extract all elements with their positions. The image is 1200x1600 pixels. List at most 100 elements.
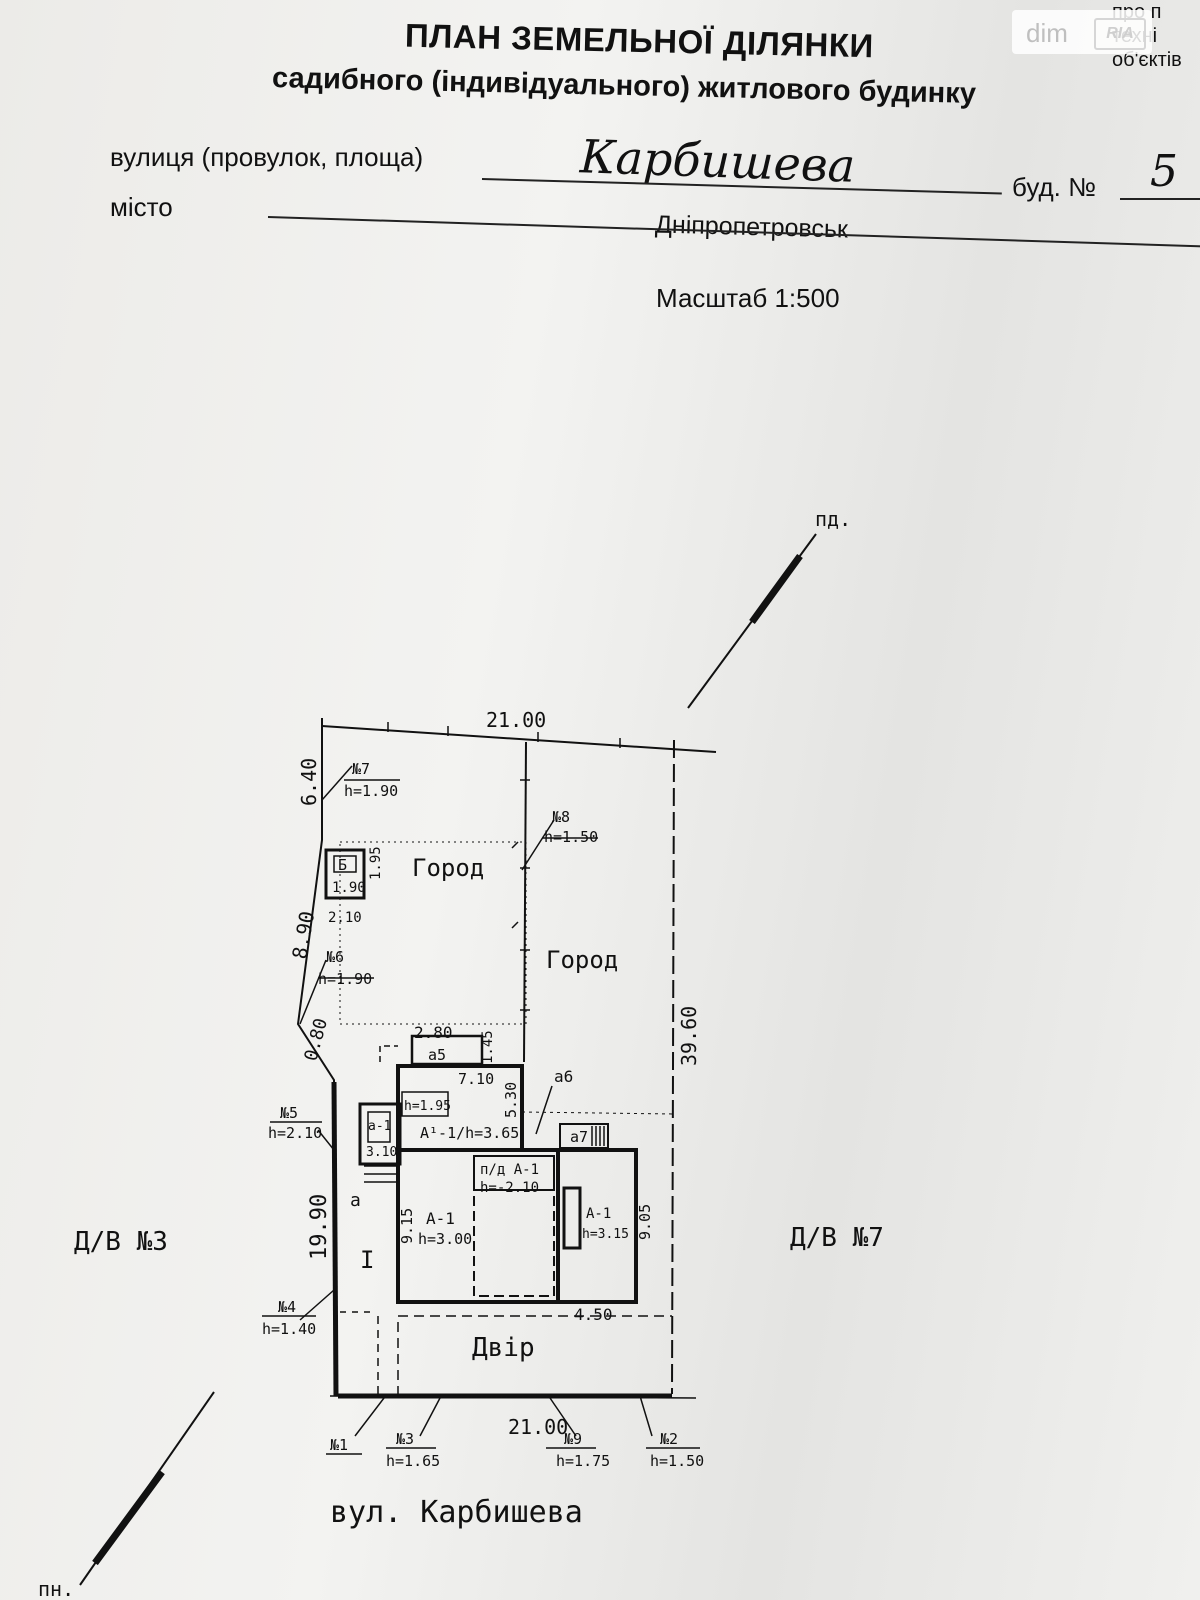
leader-fence-6 — [299, 959, 327, 1025]
annex-a5-label: а5 — [428, 1046, 446, 1064]
small-annex-dim: 3.10 — [366, 1145, 397, 1160]
left-dimension-mid: 8.90 — [287, 909, 319, 961]
annex-a1-inner — [401, 1091, 449, 1117]
a-label: а — [350, 1190, 361, 1211]
fence-3-height: h=1.65 — [386, 1452, 440, 1470]
street-name-label: вул. Карбишева — [330, 1495, 583, 1530]
shed-b — [324, 848, 366, 900]
corner-line: об'єктів — [1112, 49, 1182, 71]
leader-a6 — [535, 1085, 553, 1135]
cellar-label: п/д А-1 — [480, 1162, 539, 1178]
north-label: пд. — [815, 507, 851, 531]
right-house-niche — [562, 1186, 582, 1250]
fence-4-height: h=1.40 — [262, 1320, 316, 1338]
leader-fence-2 — [639, 1395, 653, 1437]
annex-a5-width: 2.80 — [414, 1023, 453, 1042]
a1-depth: 5.30 — [502, 1082, 520, 1118]
top-dimension: 21.00 — [486, 708, 546, 732]
fence-7-height: h=1.90 — [344, 782, 398, 800]
small-annex-label: а-1 — [368, 1119, 391, 1134]
city-label: місто — [110, 192, 173, 222]
fence-5-id: №5 — [280, 1104, 298, 1122]
plot-left-fence — [331, 1081, 339, 1397]
neighbor-right: Д/В №7 — [790, 1223, 884, 1253]
leader-fence-3 — [419, 1397, 441, 1437]
fence-label-underlines — [262, 779, 700, 1455]
a1-inner-height: h=1.95 — [404, 1099, 451, 1114]
leader-fence-4 — [299, 1289, 335, 1321]
main-house-height: h=3.00 — [418, 1230, 472, 1248]
watermark-logo: dim RIA — [1012, 10, 1152, 54]
leader-fence-1 — [354, 1397, 385, 1437]
a1-annex-label: А¹-1/h=3.65 — [420, 1124, 519, 1142]
fence-6-id: №6 — [326, 948, 344, 966]
right-house-label: А-1 — [586, 1206, 611, 1222]
porch-stairs — [591, 1126, 605, 1146]
left-dimension-lower: 0.80 — [301, 1016, 333, 1063]
yard-label: Двір — [472, 1333, 535, 1363]
a1-width: 7.10 — [458, 1070, 494, 1088]
fence-6-height: h=1.90 — [318, 970, 372, 988]
fence-3-id: №3 — [396, 1430, 414, 1448]
main-house-side: 9.15 — [398, 1208, 416, 1244]
watermark-text: dim — [1026, 18, 1068, 48]
south-arrow-head — [92, 1469, 165, 1566]
leader-fence-8 — [521, 819, 555, 871]
shed-b-side: 1.95 — [368, 846, 384, 880]
shed-b-height: 1.90 — [332, 880, 366, 896]
a6-dotted-line — [521, 1111, 675, 1115]
leader-fence-5 — [317, 1129, 335, 1151]
right-house-side: 9.05 — [636, 1204, 654, 1240]
plot-right-boundary — [671, 739, 675, 1395]
fence-9-id: №9 — [564, 1430, 582, 1448]
garden-label-2: Город — [546, 946, 618, 974]
fence-7-id: №7 — [352, 760, 370, 778]
a7-label: а7 — [570, 1128, 588, 1146]
fence-5-height: h=2.10 — [268, 1124, 322, 1142]
fence-2-height: h=1.50 — [650, 1452, 704, 1470]
watermark-badge: RIA — [1094, 18, 1146, 50]
shed-b-label-box — [333, 855, 357, 873]
porch-a7 — [559, 1123, 609, 1149]
garden-divider-fence — [523, 741, 527, 1063]
side-steps — [364, 1165, 398, 1183]
garden-label-1: Город — [412, 854, 484, 882]
cellar-height: h=-2.10 — [480, 1180, 539, 1196]
garden-area-outline — [339, 841, 527, 1025]
neighbor-left: Д/В №3 — [74, 1227, 168, 1257]
right-dimension: 39.60 — [677, 1006, 701, 1066]
fence-tick-marks — [387, 722, 675, 1011]
annex-a1-small-inner — [367, 1111, 391, 1143]
main-house-label: А-1 — [426, 1209, 455, 1228]
house-bottom-width: 4.50 — [574, 1305, 613, 1324]
dashed-corner — [379, 1045, 398, 1062]
fence-4-id: №4 — [278, 1298, 296, 1316]
fence-9-height: h=1.75 — [556, 1452, 610, 1470]
bottom-dimension: 21.00 — [508, 1415, 568, 1439]
a6-label: а6 — [554, 1067, 573, 1086]
building-number-label: буд. № — [1012, 172, 1096, 202]
south-label: пн. — [38, 1577, 74, 1600]
fence-8-height: h=1.50 — [544, 828, 598, 846]
right-house-height: h=3.15 — [582, 1227, 629, 1242]
shed-b-width: 2.10 — [328, 910, 362, 926]
fence-2-id: №2 — [660, 1430, 678, 1448]
leader-fence-7 — [321, 765, 353, 801]
fence-1-id: №1 — [330, 1436, 348, 1454]
cellar-label-box — [473, 1155, 555, 1191]
scale-label: Масштаб 1:500 — [656, 283, 840, 313]
yard-boundary-dashed — [397, 1315, 672, 1396]
north-arrow-head — [749, 553, 803, 625]
annex-a1-small — [358, 1102, 402, 1166]
left-dimension-top: 6.40 — [297, 758, 321, 806]
plot-number: I — [360, 1246, 374, 1274]
building-number-underline — [1120, 198, 1200, 200]
street-label: вулиця (провулок, площа) — [110, 142, 424, 172]
shed-b-label: Б — [338, 856, 347, 874]
fence-8-id: №8 — [552, 808, 570, 826]
left-dimension-bottom: 19.90 — [307, 1194, 332, 1260]
building-number-value: 5 — [1150, 146, 1178, 197]
leader-fence-9 — [549, 1397, 577, 1437]
